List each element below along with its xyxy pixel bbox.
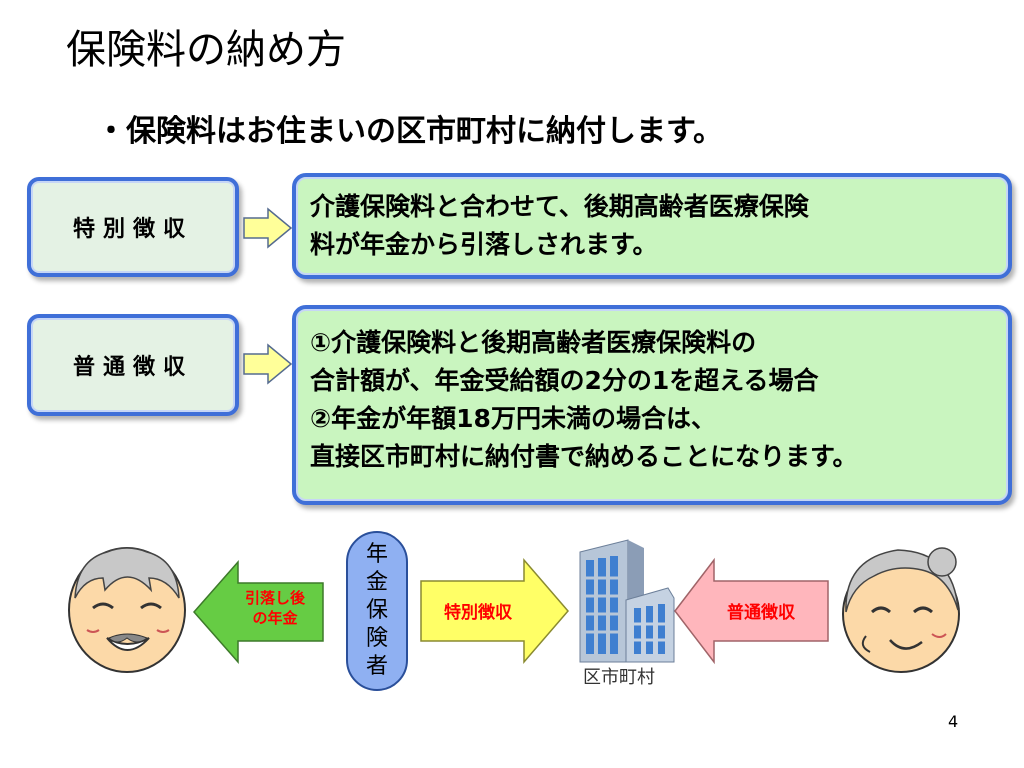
left-arrow-label-line: の年金 <box>252 609 298 627</box>
left-arrow-label: 引落し後 の年金 <box>232 588 318 628</box>
right-arrow-icon <box>420 557 569 665</box>
special-collection-label: 特別徴収 <box>72 217 193 242</box>
normal-collection-description: ①介護保険料と後期高齢者医療保険料の 合計額が、年金受給額の2分の1を超える場合… <box>292 305 1012 505</box>
description-line: ②年金が年額18万円未満の場合は、 <box>310 404 716 433</box>
woman-face-icon <box>842 547 960 673</box>
pension-insurer-char: 金 <box>365 570 388 595</box>
special-collection-arrow-label: 特別徴収 <box>444 603 512 623</box>
left-arrow-label-line: 引落し後 <box>244 589 305 607</box>
description-line: 介護保険料と合わせて、後期高齢者医療保険 <box>310 192 809 221</box>
building-icon <box>579 539 675 663</box>
pension-insurer-char: 険 <box>365 626 388 651</box>
description-line: 料が年金から引落しされます。 <box>310 230 658 259</box>
right-arrow-icon <box>243 207 293 249</box>
normal-collection-label: 普通徴収 <box>72 355 193 380</box>
pension-insurer-char: 年 <box>365 542 388 567</box>
man-face-icon <box>68 547 186 673</box>
normal-collection-arrow-label: 普通徴収 <box>727 603 795 623</box>
right-arrow-icon <box>243 343 293 385</box>
page-number: 4 <box>948 712 959 731</box>
normal-collection-label-box: 普通徴収 <box>27 314 239 416</box>
municipality-label: 区市町村 <box>583 667 655 688</box>
page-title: 保険料の納め方 <box>66 27 346 73</box>
special-collection-label-box: 特別徴収 <box>27 177 239 277</box>
subtitle: ・保険料はお住まいの区市町村に納付します。 <box>96 114 723 149</box>
left-arrow-icon <box>193 560 324 664</box>
left-arrow-icon <box>674 557 829 665</box>
pension-insurer-char: 保 <box>365 598 388 623</box>
special-collection-description: 介護保険料と合わせて、後期高齢者医療保険 料が年金から引落しされます。 <box>292 173 1012 279</box>
description-line: 直接区市町村に納付書で納めることになります。 <box>310 442 858 471</box>
pension-insurer-char: 者 <box>365 654 388 679</box>
pension-insurer-label: 年 金 保 険 者 <box>346 531 408 691</box>
description-line: ①介護保険料と後期高齢者医療保険料の <box>310 328 757 357</box>
description-line: 合計額が、年金受給額の2分の1を超える場合 <box>310 366 819 395</box>
